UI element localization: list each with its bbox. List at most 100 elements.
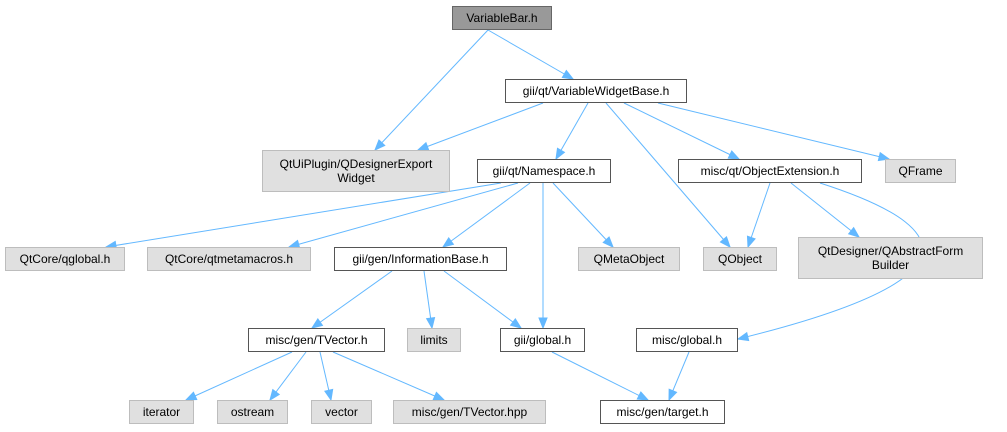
- node-variablebar-h: VariableBar.h: [452, 6, 552, 30]
- edge-line: [417, 102, 544, 151]
- edge-line: [487, 29, 574, 80]
- edge-arrowhead: [269, 388, 281, 402]
- edge-arrowhead: [746, 235, 756, 249]
- node-variablewidgetbase-h[interactable]: gii/qt/VariableWidgetBase.h: [505, 79, 687, 103]
- edge-line: [443, 270, 522, 329]
- node-qframe[interactable]: QFrame: [885, 159, 956, 183]
- node-label-line-1: QtUiPlugin/QDesignerExport: [279, 157, 433, 171]
- edge-arrowhead: [636, 391, 650, 401]
- edge-arrowhead: [509, 317, 523, 329]
- node-tvector-hpp[interactable]: misc/gen/TVector.hpp: [393, 400, 546, 424]
- node-label: QtCore/qglobal.h: [19, 252, 111, 266]
- edge-arrowhead: [877, 151, 891, 162]
- edge-tvector-to-ostream: [269, 351, 307, 402]
- edge-namespace-to-informationbase: [441, 182, 531, 248]
- edge-line: [332, 351, 445, 401]
- node-label: misc/gen/TVector.hpp: [411, 405, 528, 419]
- edge-variablebar-to-qdesignerexport: [374, 29, 489, 151]
- node-label: vector: [325, 405, 358, 419]
- node-vector[interactable]: vector: [311, 400, 372, 424]
- edge-variablebar-to-variablewidgetbase: [487, 29, 575, 80]
- node-limits[interactable]: limits: [407, 328, 461, 352]
- node-qobject[interactable]: QObject: [703, 247, 777, 271]
- edge-tvector-to-tvector_hpp: [332, 351, 446, 401]
- edge-line: [747, 182, 771, 248]
- node-qtcore-qtmetamacros-h[interactable]: QtCore/qtmetamacros.h: [147, 247, 311, 271]
- edge-arrowhead: [432, 391, 446, 401]
- edge-arrowhead: [668, 388, 678, 402]
- node-informationbase-h[interactable]: gii/gen/InformationBase.h: [334, 247, 507, 271]
- edge-tvector-to-iterator: [184, 351, 293, 401]
- edge-variablewidgetbase-to-objectextension: [623, 102, 741, 160]
- edge-line: [105, 182, 502, 248]
- node-qtcore-qglobal-h[interactable]: QtCore/qglobal.h: [5, 247, 125, 271]
- node-label-line-1: QtDesigner/QAbstractForm: [817, 244, 964, 258]
- edge-arrowhead: [847, 226, 861, 238]
- node-misc-global-h[interactable]: misc/global.h: [636, 328, 738, 352]
- edge-line: [555, 102, 589, 160]
- edge-informationbase-to-gii_global: [443, 270, 523, 329]
- node-label-line-2: Widget: [337, 171, 375, 185]
- edge-namespace-to-qtmetamacros: [287, 182, 519, 249]
- edge-arrowhead: [425, 316, 436, 330]
- node-label: QMetaObject: [593, 252, 665, 266]
- edge-informationbase-to-limits: [423, 270, 436, 330]
- edge-arrowhead: [374, 139, 386, 151]
- node-label: misc/qt/ObjectExtension.h: [700, 164, 840, 178]
- edge-line: [288, 182, 519, 248]
- node-label: ostream: [230, 405, 275, 419]
- edge-line: [551, 351, 649, 401]
- edge-arrowhead: [736, 331, 750, 342]
- edge-variablewidgetbase-to-namespace: [555, 102, 589, 161]
- node-label: QFrame: [898, 164, 943, 178]
- node-label: limits: [420, 333, 448, 347]
- node-objectextension-h[interactable]: misc/qt/ObjectExtension.h: [678, 159, 862, 183]
- node-label: misc/global.h: [651, 333, 723, 347]
- edge-arrowhead: [441, 236, 455, 248]
- node-iterator[interactable]: iterator: [129, 400, 194, 424]
- node-label: misc/gen/target.h: [616, 405, 709, 419]
- node-target-h[interactable]: misc/gen/target.h: [600, 400, 725, 424]
- edge-line: [442, 182, 531, 248]
- node-label: QtCore/qtmetamacros.h: [164, 252, 294, 266]
- edge-namespace-to-qglobal: [104, 182, 502, 250]
- edge-arrowhead: [324, 388, 334, 402]
- edge-line: [374, 29, 489, 151]
- edge-misc_global-to-target: [668, 351, 690, 402]
- edge-line: [657, 102, 890, 160]
- edge-line: [790, 182, 860, 238]
- edge-line: [605, 102, 731, 248]
- node-gii-global-h[interactable]: gii/global.h: [500, 328, 585, 352]
- edge-arrowhead: [310, 318, 324, 329]
- edge-arrowhead: [727, 150, 741, 160]
- edge-objectextension-to-qobject: [746, 182, 771, 249]
- node-label: VariableBar.h: [466, 11, 538, 25]
- node-qmetaobject[interactable]: QMetaObject: [578, 247, 680, 271]
- node-label: misc/gen/TVector.h: [265, 333, 368, 347]
- edge-line: [311, 270, 393, 329]
- edge-variablewidgetbase-to-qframe: [657, 102, 891, 162]
- edge-gii_global-to-target: [551, 351, 650, 401]
- node-tvector-h[interactable]: misc/gen/TVector.h: [248, 328, 385, 352]
- edge-arrowhead: [719, 235, 731, 249]
- node-label: iterator: [142, 405, 181, 419]
- edge-line: [552, 182, 614, 248]
- edge-variablewidgetbase-to-qdesignerexport: [416, 102, 544, 151]
- edge-variablewidgetbase-to-qobject: [605, 102, 731, 249]
- node-label: gii/global.h: [513, 333, 572, 347]
- node-label-line-2: Builder: [871, 258, 910, 272]
- edge-informationbase-to-tvector: [310, 270, 393, 329]
- node-ostream[interactable]: ostream: [217, 400, 288, 424]
- edge-line: [185, 351, 293, 401]
- edge-namespace-to-gii_global: [538, 183, 548, 330]
- edge-namespace-to-qmetaobject: [552, 182, 614, 248]
- edge-arrowhead: [561, 69, 575, 80]
- node-label: gii/qt/VariableWidgetBase.h: [522, 84, 670, 98]
- node-namespace-h[interactable]: gii/qt/Namespace.h: [477, 159, 611, 183]
